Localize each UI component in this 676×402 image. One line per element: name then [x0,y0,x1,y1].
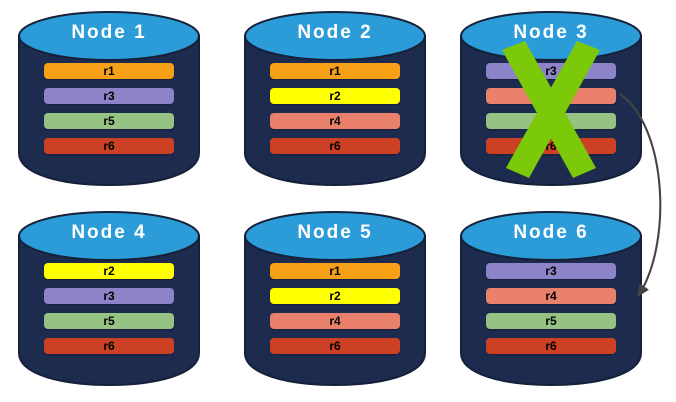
replica-row-r5[interactable]: r5 [44,313,174,329]
replica-row-r6[interactable]: r6 [270,138,400,154]
replica-row-r2[interactable]: r2 [270,288,400,304]
replica-row-r2[interactable]: r2 [44,263,174,279]
replica-row-r6[interactable]: r6 [44,138,174,154]
replica-row-r3[interactable]: r3 [486,63,616,79]
replica-row-r3[interactable]: r3 [44,88,174,104]
replica-row-r4[interactable]: r4 [270,113,400,129]
replica-row-r5[interactable]: r5 [486,313,616,329]
replica-row-r6[interactable]: r6 [44,338,174,354]
replica-row-r6[interactable]: r6 [486,338,616,354]
replica-row-r3[interactable]: r3 [486,263,616,279]
cylinder-top-ellipse [244,11,426,61]
replica-row-r3[interactable]: r3 [44,288,174,304]
replica-row-r1[interactable]: r1 [44,63,174,79]
replica-row-list: r1 r2 r4 r6 [270,63,400,163]
cylinder-top-ellipse [460,211,642,261]
replica-row-r4[interactable]: r4 [270,313,400,329]
replica-row-r6[interactable]: r6 [270,338,400,354]
replica-row-r4[interactable]: r4 [486,88,616,104]
replica-row-r5[interactable]: r5 [44,113,174,129]
replica-row-r5[interactable]: r5 [486,113,616,129]
replica-row-r4[interactable]: r4 [486,288,616,304]
replica-row-r2[interactable]: r2 [270,88,400,104]
replica-row-r6[interactable]: r6 [486,138,616,154]
replica-row-list: r3 r4 r5 r6 [486,63,616,163]
cylinder-top-ellipse [244,211,426,261]
replica-row-list: r2 r3 r5 r6 [44,263,174,363]
cylinder-top-ellipse [460,11,642,61]
replica-row-r1[interactable]: r1 [270,63,400,79]
cylinder-top-ellipse [18,211,200,261]
cylinder-top-ellipse [18,11,200,61]
replica-row-r1[interactable]: r1 [270,263,400,279]
replica-row-list: r1 r2 r4 r6 [270,263,400,363]
replica-row-list: r1 r3 r5 r6 [44,63,174,163]
replica-row-list: r3 r4 r5 r6 [486,263,616,363]
